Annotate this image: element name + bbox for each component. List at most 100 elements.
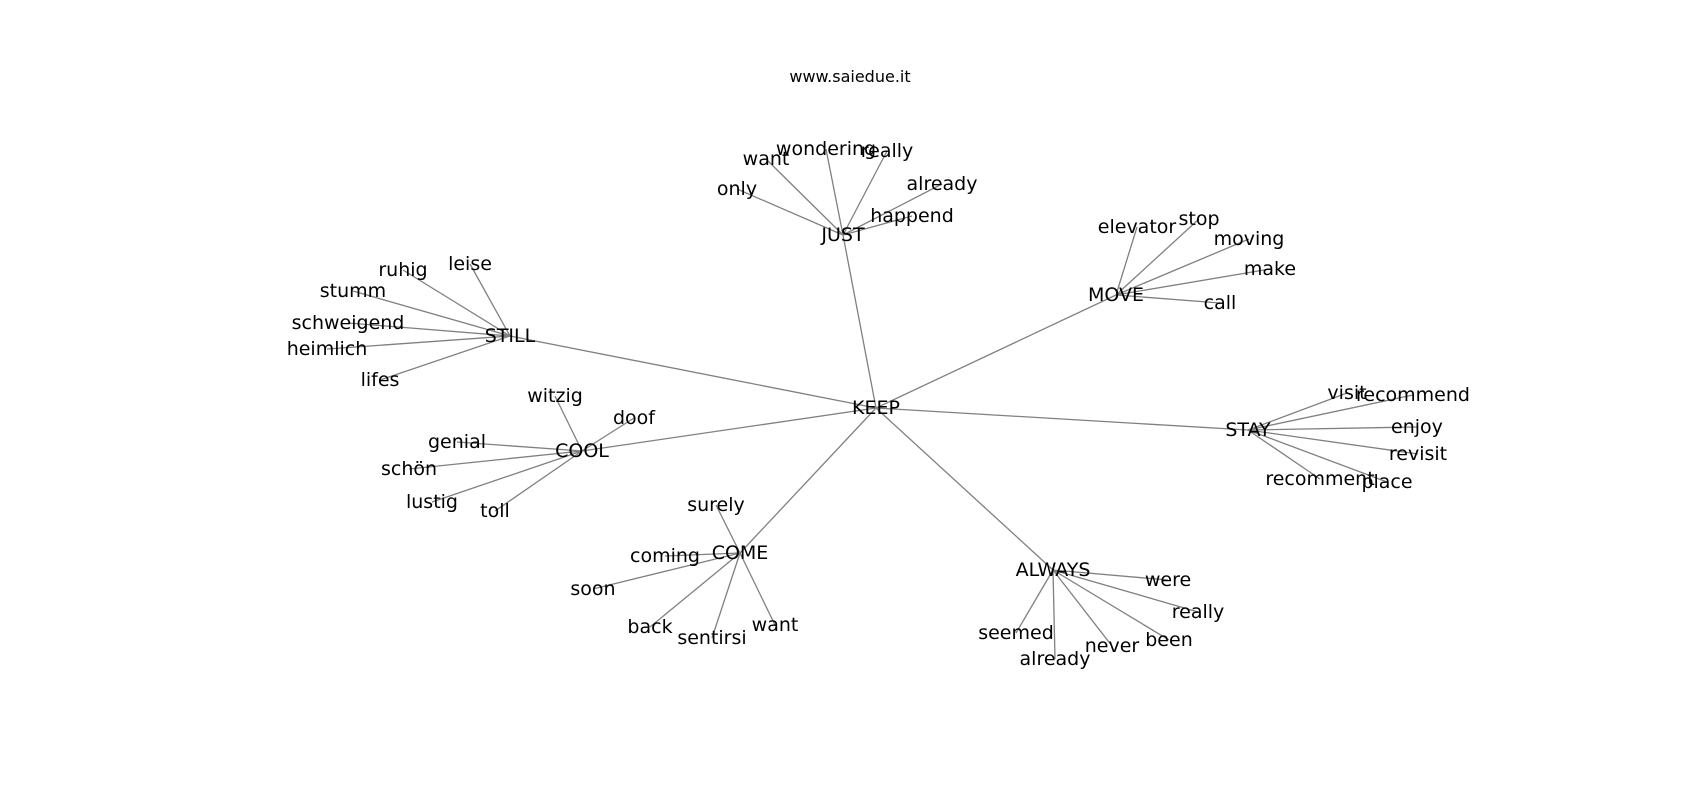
node-just-really: really bbox=[861, 140, 914, 162]
edge-move-moving bbox=[1115, 238, 1250, 296]
edge-come-sentirsi bbox=[711, 552, 741, 639]
node-cool-genial: genial bbox=[428, 431, 486, 453]
edge-move-make bbox=[1115, 268, 1271, 296]
node-just-only: only bbox=[717, 178, 757, 200]
node-cool-witzig: witzig bbox=[527, 385, 583, 407]
edge-come-surely bbox=[715, 504, 741, 554]
node-come-back: back bbox=[627, 616, 672, 638]
node-always: ALWAYS bbox=[1016, 559, 1091, 581]
edge-always-been bbox=[1052, 569, 1170, 641]
edge-stay-visit bbox=[1247, 392, 1348, 431]
edge-cool-doof bbox=[581, 417, 635, 452]
node-still-ruhig: ruhig bbox=[378, 259, 427, 281]
node-cool-lustig: lustig bbox=[406, 491, 458, 513]
node-move-elevator: elevator bbox=[1098, 216, 1177, 238]
node-always-seemed: seemed bbox=[978, 622, 1054, 644]
edge-keep-always bbox=[875, 407, 1054, 571]
node-just: JUST bbox=[820, 224, 865, 246]
edge-always-were bbox=[1052, 569, 1169, 581]
node-stay-recommend: recommend bbox=[1356, 384, 1470, 406]
node-still-leise: leise bbox=[448, 253, 492, 275]
edge-move-call bbox=[1115, 294, 1221, 304]
diagram-title: www.saiedue.it bbox=[789, 67, 910, 86]
edge-stay-recomment bbox=[1247, 429, 1321, 480]
edge-just-already bbox=[842, 183, 943, 236]
edge-just-want bbox=[765, 158, 844, 236]
edge-always-already bbox=[1052, 569, 1056, 660]
node-stay-place: place bbox=[1361, 471, 1412, 493]
node-still-stumm: stumm bbox=[320, 280, 386, 302]
node-keep: KEEP bbox=[852, 397, 900, 419]
node-just-wondering: wondering bbox=[776, 138, 876, 160]
edge-always-never bbox=[1052, 569, 1113, 647]
edge-always-really bbox=[1052, 569, 1199, 613]
edge-still-schweigend bbox=[347, 322, 511, 337]
node-cool-toll: toll bbox=[480, 500, 510, 522]
edge-keep-cool bbox=[581, 407, 877, 452]
edge-cool-toll bbox=[494, 450, 583, 512]
edge-stay-place bbox=[1247, 429, 1388, 483]
node-always-were: were bbox=[1145, 569, 1191, 591]
node-move-make: make bbox=[1244, 258, 1296, 280]
edge-stay-enjoy bbox=[1247, 426, 1418, 431]
labels-layer: KEEPJUSTonlywantwonderingreallyalreadyha… bbox=[287, 138, 1470, 670]
edge-just-really bbox=[842, 150, 888, 236]
node-always-really: really bbox=[1172, 601, 1225, 623]
node-just-want: want bbox=[743, 148, 790, 170]
node-move-moving: moving bbox=[1214, 228, 1285, 250]
edge-cool-genial bbox=[456, 441, 583, 452]
node-still-lifes: lifes bbox=[361, 369, 400, 391]
node-come-want: want bbox=[752, 614, 799, 636]
edge-come-coming bbox=[664, 552, 741, 557]
node-always-been: been bbox=[1145, 629, 1192, 651]
edge-come-soon bbox=[592, 552, 741, 590]
node-just-happend: happend bbox=[870, 205, 954, 227]
edge-come-want bbox=[739, 552, 776, 626]
node-come-coming: coming bbox=[630, 545, 700, 567]
node-stay: STAY bbox=[1225, 419, 1271, 441]
edge-still-leise bbox=[469, 263, 511, 337]
edge-just-only bbox=[736, 188, 844, 236]
edge-move-elevator bbox=[1115, 226, 1138, 296]
edge-keep-come bbox=[739, 407, 877, 554]
edge-keep-just bbox=[842, 234, 877, 409]
node-come-soon: soon bbox=[570, 578, 615, 600]
edge-cool-witzig bbox=[554, 395, 583, 452]
edge-still-stumm bbox=[352, 290, 511, 337]
node-stay-enjoy: enjoy bbox=[1391, 416, 1443, 438]
node-always-already: already bbox=[1020, 648, 1091, 670]
node-still-schweigend: schweigend bbox=[292, 312, 405, 334]
node-always-never: never bbox=[1085, 635, 1140, 657]
node-stay-recomment: recomment bbox=[1265, 468, 1374, 490]
edge-cool-lustig bbox=[431, 450, 583, 503]
edges-layer bbox=[326, 148, 1419, 660]
edge-still-heimlich bbox=[326, 335, 511, 350]
node-still: STILL bbox=[485, 325, 536, 347]
node-come: COME bbox=[712, 542, 769, 564]
edge-come-back bbox=[649, 552, 741, 628]
edge-still-ruhig bbox=[402, 269, 511, 337]
node-come-sentirsi: sentirsi bbox=[677, 627, 746, 649]
edge-stay-revisit bbox=[1247, 429, 1419, 455]
node-stay-visit: visit bbox=[1327, 382, 1366, 404]
edge-still-lifes bbox=[379, 335, 511, 381]
edge-keep-stay bbox=[875, 407, 1249, 431]
edge-move-stop bbox=[1115, 218, 1200, 296]
edge-just-wondering bbox=[825, 148, 844, 236]
node-still-heimlich: heimlich bbox=[287, 338, 368, 360]
edge-always-seemed bbox=[1015, 569, 1054, 634]
node-come-surely: surely bbox=[687, 494, 745, 516]
node-cool-doof: doof bbox=[613, 407, 656, 429]
node-move-call: call bbox=[1204, 292, 1237, 314]
node-cool-schoen: schön bbox=[381, 458, 437, 480]
edge-just-happend bbox=[842, 215, 913, 236]
node-move-stop: stop bbox=[1178, 208, 1219, 230]
node-cool: COOL bbox=[555, 440, 609, 462]
edge-stay-recommend bbox=[1247, 394, 1414, 431]
edge-keep-still bbox=[509, 335, 877, 409]
edge-keep-move bbox=[875, 294, 1117, 409]
edge-cool-schoen bbox=[408, 450, 583, 470]
node-stay-revisit: revisit bbox=[1389, 443, 1447, 465]
node-just-already: already bbox=[907, 173, 978, 195]
